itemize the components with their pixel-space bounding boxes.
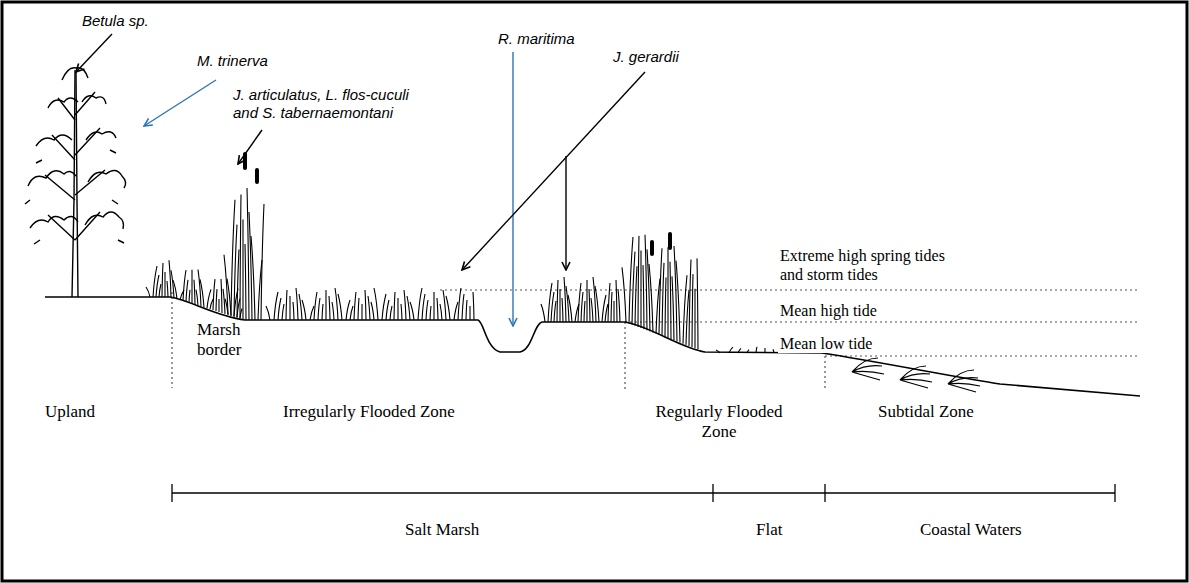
zone-label: Regularly Flooded Zone: [648, 402, 790, 443]
cattail-heads: [243, 152, 672, 256]
tide-label: Mean low tide: [778, 334, 874, 353]
zone-scale-bar: [172, 484, 1115, 502]
species-label: Betula sp.: [82, 12, 149, 30]
zone-label: Subtidal Zone: [878, 402, 974, 422]
species-label: J. gerardii: [613, 48, 679, 66]
range-label: Flat: [756, 520, 782, 540]
zone-label: Upland: [45, 402, 95, 422]
tide-label: Extreme high spring tides and storm tide…: [778, 246, 962, 284]
range-label: Salt Marsh: [405, 520, 479, 540]
tide-label: Mean high tide: [778, 301, 879, 320]
zone-label: Irregularly Flooded Zone: [283, 402, 455, 422]
species-label: R. maritima: [498, 30, 575, 48]
zone-label: Marsh border: [197, 320, 259, 361]
betula-tree: [25, 68, 126, 297]
tide-lines: [172, 290, 1140, 390]
marsh-vegetation: [146, 188, 814, 353]
leader-arrows: [76, 34, 645, 326]
species-label: M. trinerva: [197, 52, 268, 70]
range-label: Coastal Waters: [920, 520, 1022, 540]
seaweed: [852, 358, 980, 392]
species-label: J. articulatus, L. flos-cuculi and S. ta…: [233, 86, 438, 122]
ground-profile: [45, 297, 1140, 396]
